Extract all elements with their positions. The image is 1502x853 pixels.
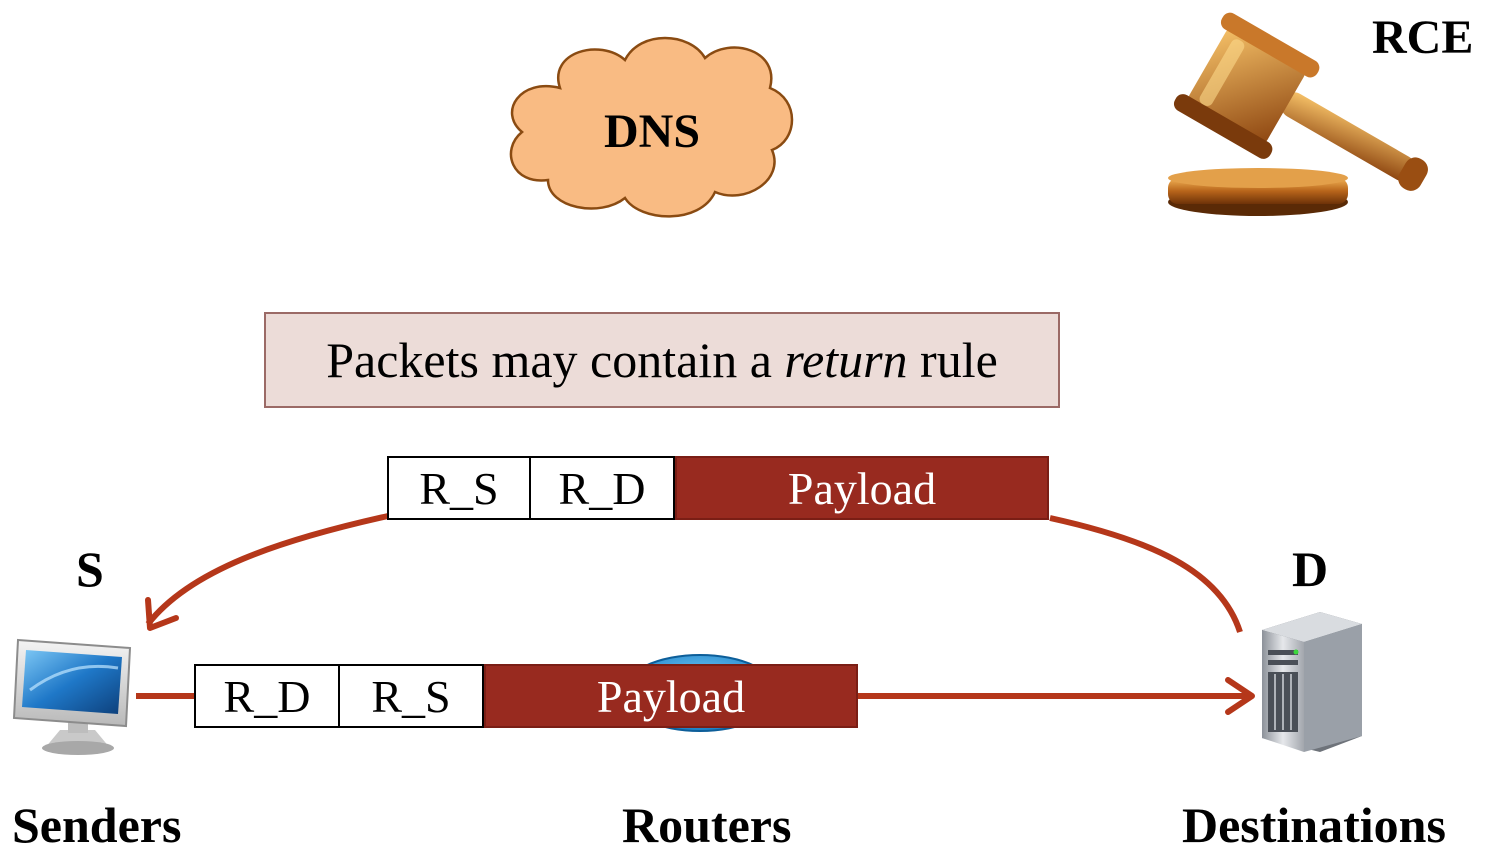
forward-arrow	[136, 677, 1255, 715]
dns-label: DNS	[604, 105, 701, 158]
sender-label-s: S	[76, 541, 104, 597]
routers-label: Routers	[622, 797, 792, 853]
return-packet-payload: Payload	[675, 456, 1049, 520]
senders-label: Senders	[12, 797, 182, 853]
forward-packet-payload: Payload	[484, 664, 858, 728]
forward-packet-field-rd: R_D	[194, 664, 340, 728]
forward-packet-field-rs: R_S	[340, 664, 484, 728]
server-icon	[1262, 612, 1362, 752]
destination-label-d: D	[1292, 541, 1329, 597]
dns-cloud	[509, 36, 794, 218]
return-packet: R_S R_D Payload	[387, 456, 1049, 520]
return-rule-note: Packets may contain a return rule	[264, 312, 1060, 408]
rce-label: RCE	[1372, 11, 1474, 64]
forward-packet: R_D R_S Payload	[194, 664, 858, 728]
gavel-icon	[1168, 12, 1428, 216]
note-text-emphasis: return	[784, 332, 908, 388]
computer-icon	[12, 638, 132, 755]
return-packet-field-rs: R_S	[387, 456, 531, 520]
return-arrow	[145, 513, 1243, 633]
destinations-label: Destinations	[1182, 797, 1446, 853]
return-packet-field-rd: R_D	[531, 456, 675, 520]
note-text-before: Packets may contain a	[326, 332, 785, 388]
note-text-after: rule	[907, 332, 998, 388]
